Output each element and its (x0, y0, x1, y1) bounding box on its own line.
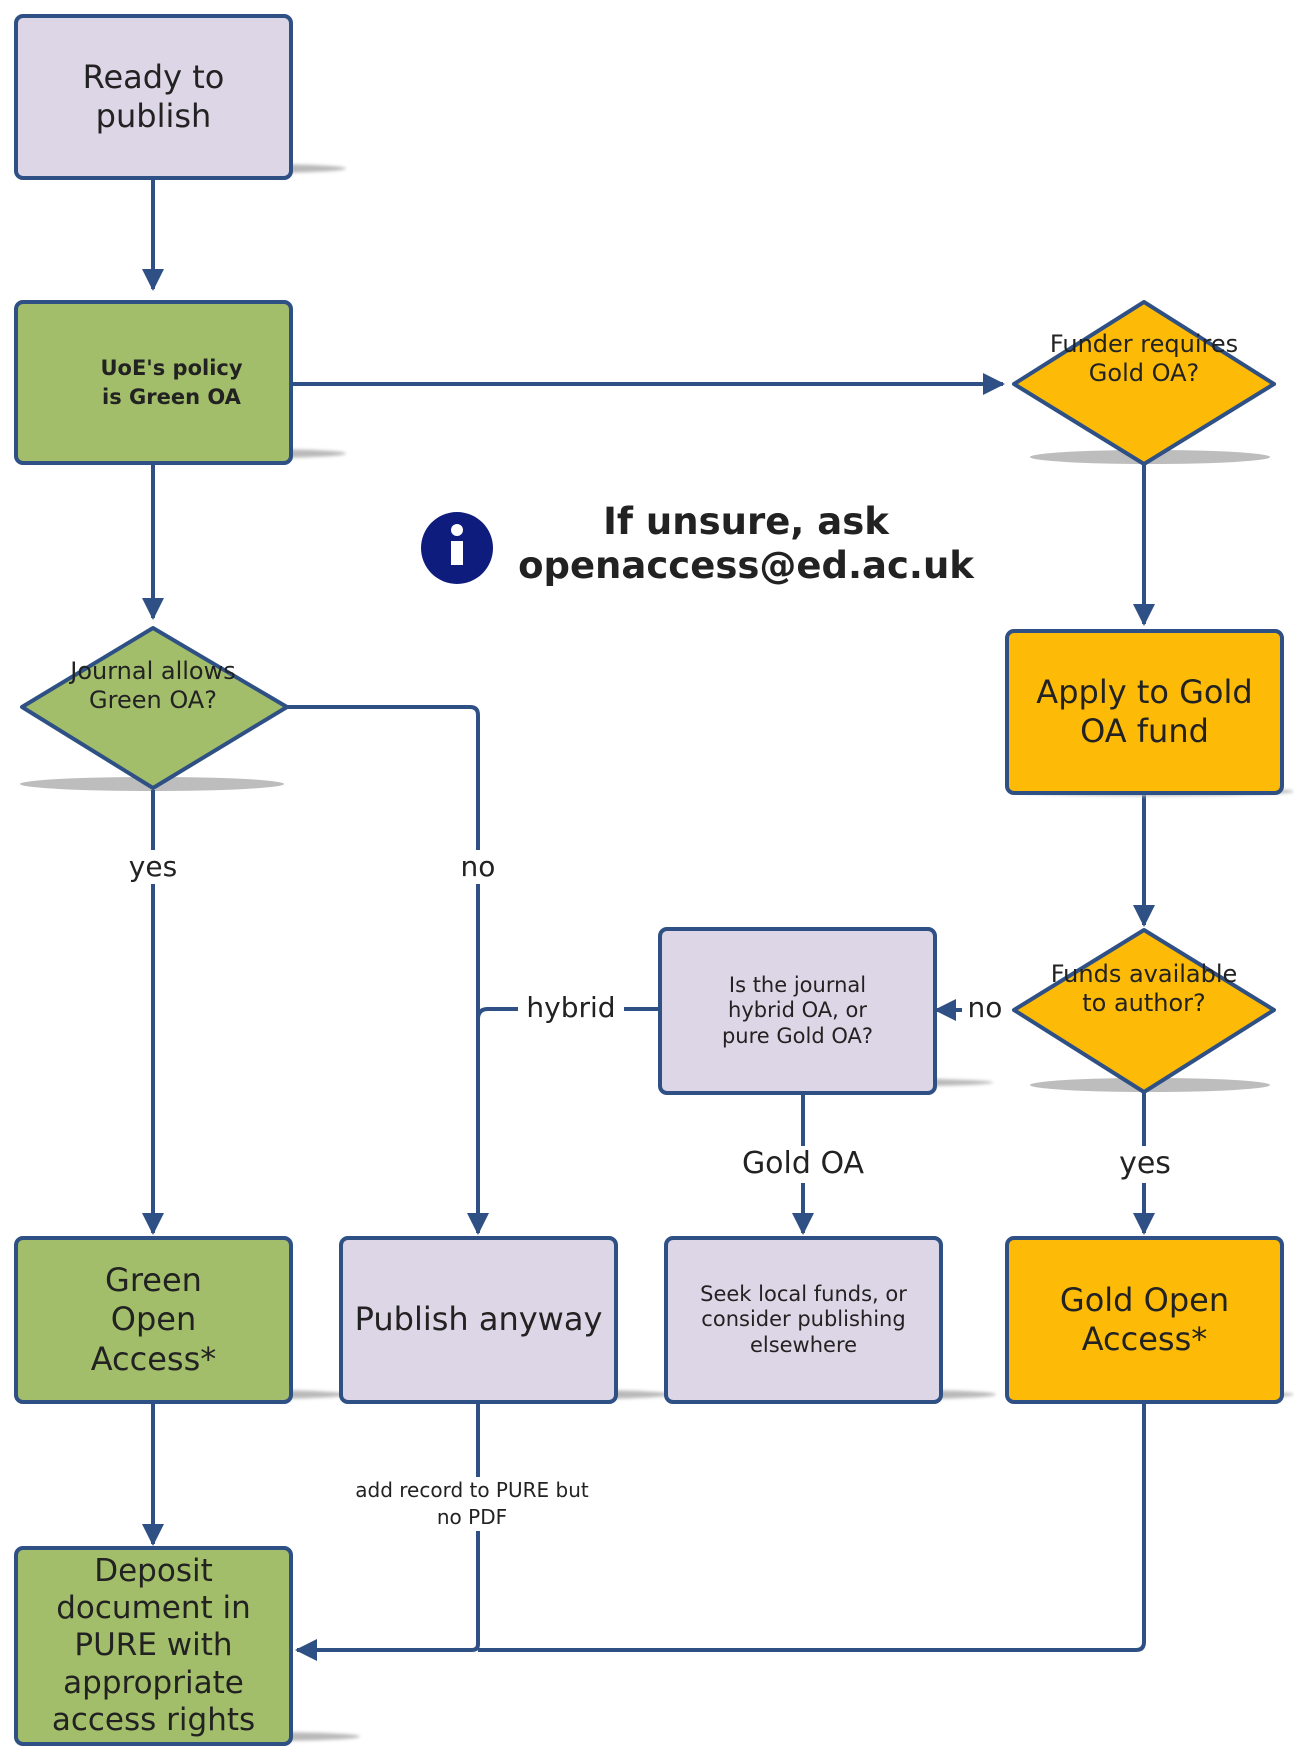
decision-funds-diamond (1012, 928, 1276, 1094)
node-apply-gold-fund: Apply to Gold OA fund (1005, 629, 1284, 795)
edge-label-no: no (962, 991, 1008, 1026)
node-hybrid-question: Is the journal hybrid OA, or pure Gold O… (658, 927, 937, 1095)
node-label: UoE's policy is Green OA (100, 356, 243, 409)
node-publish-anyway: Publish anyway (339, 1236, 618, 1404)
node-label: Gold Open Access* (1059, 1280, 1230, 1358)
node-deposit-pure: Deposit document in PURE with appropriat… (14, 1546, 293, 1746)
info-icon (421, 512, 493, 584)
node-label: Publish anyway (354, 1300, 603, 1339)
node-label: Ready to publish (82, 57, 225, 135)
edge-hybrid (476, 1007, 660, 1020)
notice-line: If unsure, ask (603, 500, 889, 543)
edge-gold-deposit (478, 1404, 1146, 1652)
node-label: Is the journal hybrid OA, or pure Gold O… (721, 972, 874, 1048)
edge-label-no: no (452, 850, 504, 885)
node-seek-local-funds: Seek local funds, or consider publishing… (664, 1236, 943, 1404)
node-green-open-access: Green Open Access* (14, 1236, 293, 1404)
notice-email: openaccess@ed.ac.uk (518, 543, 974, 587)
edge-label-hybrid: hybrid (518, 991, 624, 1026)
edge-publish-deposit (295, 1404, 480, 1661)
decision-funder-diamond (1012, 300, 1276, 466)
node-funder-requires-gold: Funder requires Gold OA? (1049, 330, 1239, 388)
node-journal-allows-green: Journal allows Green OA? (70, 657, 236, 715)
contact-notice: If unsure, ask openaccess@ed.ac.uk (506, 500, 986, 587)
edge-label-yes: yes (118, 850, 188, 885)
node-label: Apply to Gold OA fund (1036, 672, 1253, 750)
node-gold-open-access: Gold Open Access* (1005, 1236, 1284, 1404)
edge-label-yes: yes (1110, 1146, 1180, 1183)
node-label: Green Open Access* (90, 1261, 217, 1378)
edge-label-add-record: add record to PURE but no PDF (352, 1477, 592, 1531)
edge-label-gold-oa: Gold OA (728, 1146, 878, 1183)
node-uoe-policy: UoE's policy is Green OA (14, 300, 293, 465)
node-label: Deposit document in PURE with appropriat… (51, 1553, 256, 1738)
node-funds-available: Funds available to author? (1050, 960, 1238, 1018)
node-ready-to-publish: Ready to publish (14, 14, 293, 180)
edge-journal-publish (287, 705, 489, 1235)
node-label: Seek local funds, or consider publishing… (700, 1281, 907, 1357)
decision-journal-diamond (20, 626, 289, 790)
